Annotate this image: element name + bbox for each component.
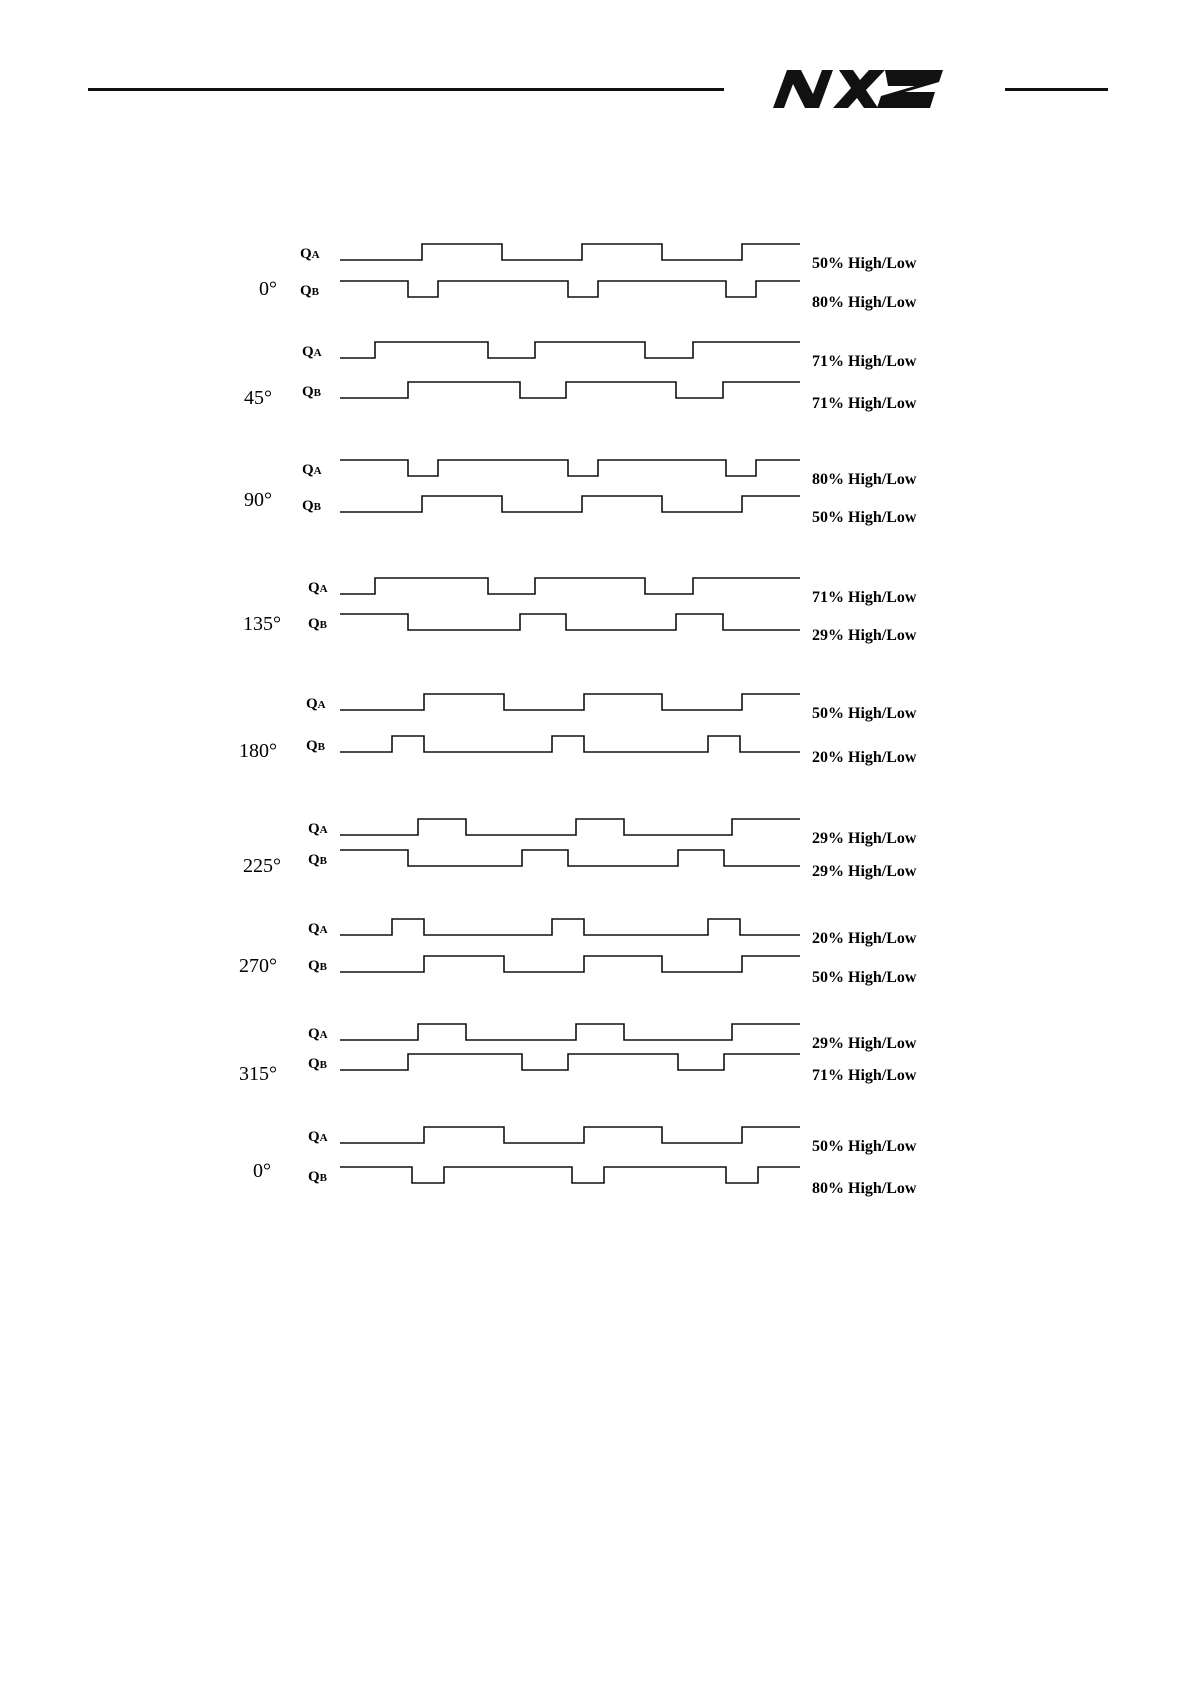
waveform-qb xyxy=(340,849,800,867)
duty-cycle-label-qa: 50% High/Low xyxy=(812,1138,917,1155)
waveform-qa xyxy=(340,341,800,359)
phase-angle-label: 225° xyxy=(243,855,281,877)
waveform-qb xyxy=(340,955,800,973)
duty-cycle-label-qa: 20% High/Low xyxy=(812,930,917,947)
signal-label-qb: QB xyxy=(302,498,322,514)
timing-row: 0° QA QB 50% High/Low 80% High/Low xyxy=(253,1126,917,1197)
timing-row: 315° QA QB 29% High/Low 71% High/Low xyxy=(239,1023,917,1085)
signal-label-qb: QB xyxy=(308,616,328,632)
phase-angle-label: 315° xyxy=(239,1063,277,1085)
timing-row: 180° QA QB 50% High/Low 20% High/Low xyxy=(239,693,917,766)
signal-label-qb: QB xyxy=(306,738,326,754)
duty-cycle-label-qa: 50% High/Low xyxy=(812,255,917,272)
waveform-qb xyxy=(340,1166,800,1184)
signal-label-qa: QA xyxy=(302,344,322,360)
timing-row: 0° QA QB 50% High/Low 80% High/Low xyxy=(259,243,917,311)
waveform-qb xyxy=(340,613,800,631)
timing-row: 270° QA QB 20% High/Low 50% High/Low xyxy=(239,918,917,986)
phase-angle-label: 270° xyxy=(239,955,277,977)
duty-cycle-label-qa: 50% High/Low xyxy=(812,705,917,722)
waveform-qa xyxy=(340,918,800,936)
signal-label-qb: QB xyxy=(302,384,322,400)
timing-row: 225° QA QB 29% High/Low 29% High/Low xyxy=(243,818,917,880)
phase-angle-label: 90° xyxy=(244,489,272,511)
signal-label-qb: QB xyxy=(300,283,320,299)
waveform-qb xyxy=(340,280,800,298)
nx2-logo xyxy=(773,68,945,110)
waveform-qa xyxy=(340,818,800,836)
waveform-qb xyxy=(340,495,800,513)
signal-label-qb: QB xyxy=(308,1056,328,1072)
waveform-qa xyxy=(340,693,800,711)
waveform-qb xyxy=(340,735,800,753)
timing-row: 45° QA QB 71% High/Low 71% High/Low xyxy=(244,341,917,412)
waveform-qb xyxy=(340,381,800,399)
signal-label-qa: QA xyxy=(308,1129,328,1145)
duty-cycle-label-qb: 29% High/Low xyxy=(812,627,917,644)
phase-angle-label: 0° xyxy=(259,278,277,300)
duty-cycle-label-qa: 29% High/Low xyxy=(812,830,917,847)
duty-cycle-label-qb: 50% High/Low xyxy=(812,509,917,526)
waveform-qa xyxy=(340,1023,800,1041)
waveform-qa xyxy=(340,1126,800,1144)
duty-cycle-label-qa: 71% High/Low xyxy=(812,589,917,606)
duty-cycle-label-qb: 71% High/Low xyxy=(812,1067,917,1084)
phase-angle-label: 135° xyxy=(243,613,281,635)
phase-angle-label: 180° xyxy=(239,740,277,762)
signal-label-qa: QA xyxy=(308,1026,328,1042)
waveform-qa xyxy=(340,243,800,261)
waveform-qb xyxy=(340,1053,800,1071)
duty-cycle-label-qb: 50% High/Low xyxy=(812,969,917,986)
duty-cycle-label-qb: 20% High/Low xyxy=(812,749,917,766)
signal-label-qa: QA xyxy=(306,696,326,712)
waveform-qa xyxy=(340,577,800,595)
signal-label-qa: QA xyxy=(308,921,328,937)
header-rule-left xyxy=(88,88,724,91)
signal-label-qa: QA xyxy=(308,580,328,596)
duty-cycle-label-qa: 80% High/Low xyxy=(812,471,917,488)
duty-cycle-label-qb: 71% High/Low xyxy=(812,395,917,412)
duty-cycle-label-qb: 80% High/Low xyxy=(812,1180,917,1197)
waveform-qa xyxy=(340,459,800,477)
signal-label-qa: QA xyxy=(308,821,328,837)
signal-label-qb: QB xyxy=(308,1169,328,1185)
signal-label-qb: QB xyxy=(308,852,328,868)
phase-angle-label: 0° xyxy=(253,1160,271,1182)
timing-row: 135° QA QB 71% High/Low 29% High/Low xyxy=(243,577,917,644)
duty-cycle-label-qb: 29% High/Low xyxy=(812,863,917,880)
header-rule-right xyxy=(1005,88,1108,91)
duty-cycle-label-qb: 80% High/Low xyxy=(812,294,917,311)
timing-row: 90° QA QB 80% High/Low 50% High/Low xyxy=(244,459,917,526)
signal-label-qa: QA xyxy=(300,246,320,262)
duty-cycle-label-qa: 71% High/Low xyxy=(812,353,917,370)
signal-label-qb: QB xyxy=(308,958,328,974)
nx2-logo-icon xyxy=(773,70,943,108)
signal-label-qa: QA xyxy=(302,462,322,478)
phase-angle-label: 45° xyxy=(244,387,272,409)
duty-cycle-label-qa: 29% High/Low xyxy=(812,1035,917,1052)
